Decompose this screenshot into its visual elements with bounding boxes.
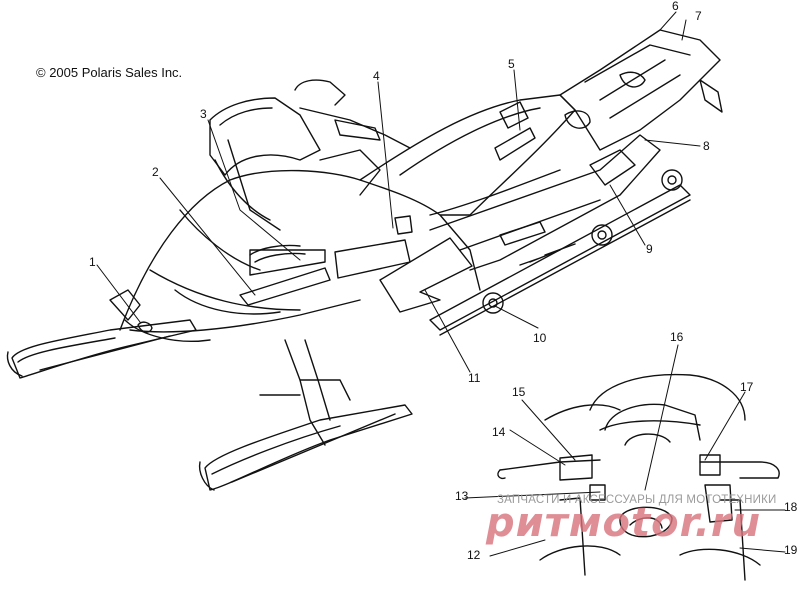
callout-6: 6 — [672, 0, 679, 13]
callout-13: 13 — [455, 489, 469, 503]
tunnel — [429, 134, 661, 271]
callout-16: 16 — [670, 330, 684, 344]
callout-numbers-inset: 12 13 14 15 16 17 18 19 — [455, 330, 798, 562]
callout-3: 3 — [200, 107, 207, 121]
callout-18: 18 — [784, 500, 798, 514]
callout-4: 4 — [373, 69, 380, 83]
front-suspension — [109, 289, 351, 446]
watermark-tagline: ЗАПЧАСТИ И АКСЕССУАРЫ ДЛЯ МОТОТЕХНИКИ — [497, 494, 777, 506]
callout-12: 12 — [467, 548, 481, 562]
rear-rack — [559, 29, 723, 151]
seat — [359, 94, 576, 216]
callout-9: 9 — [646, 242, 653, 256]
right-ski — [198, 404, 413, 491]
callout-5: 5 — [508, 57, 515, 71]
callout-8: 8 — [703, 139, 710, 153]
leader-lines-inset — [464, 344, 786, 557]
watermark-logo: ритмоtor.ru — [486, 500, 762, 546]
headlight — [137, 244, 306, 333]
callout-17: 17 — [740, 380, 754, 394]
handlebar — [294, 79, 411, 196]
callout-10: 10 — [533, 331, 547, 345]
callout-19: 19 — [784, 543, 798, 557]
copyright-notice: © 2005 Polaris Sales Inc. — [36, 65, 183, 80]
dash-inset — [497, 373, 780, 581]
left-ski — [6, 319, 197, 379]
hood — [119, 169, 481, 342]
callout-numbers-main: 1 2 3 4 5 6 7 8 9 10 11 — [89, 0, 710, 385]
track-assembly — [429, 169, 691, 336]
callout-15: 15 — [512, 385, 526, 399]
callout-2: 2 — [152, 165, 159, 179]
callout-14: 14 — [492, 425, 506, 439]
callout-7: 7 — [695, 9, 702, 23]
callout-11: 11 — [468, 371, 481, 385]
windshield — [209, 97, 321, 231]
leader-lines — [96, 11, 701, 373]
callout-1: 1 — [89, 255, 96, 269]
